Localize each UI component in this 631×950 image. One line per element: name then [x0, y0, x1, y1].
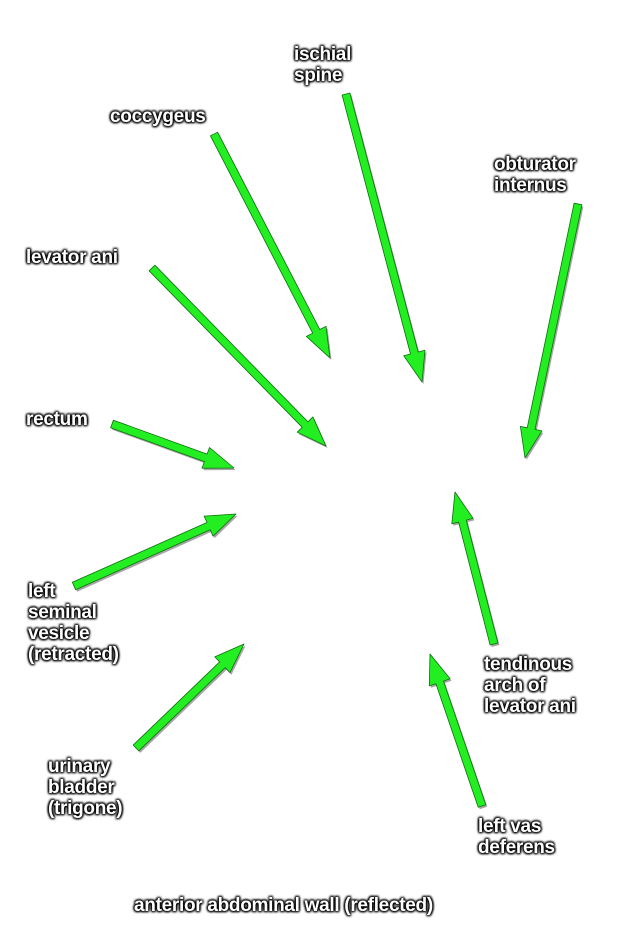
arrow-levator-ani — [148, 264, 327, 447]
arrow-ischial-spine — [341, 92, 426, 383]
arrow-tendinous-arch — [451, 491, 499, 646]
arrow-coccygeus — [209, 131, 331, 359]
label-levator-ani: levator ani — [26, 247, 118, 268]
arrow-left-seminal-vesicle — [72, 513, 237, 591]
arrow-obturator-internus — [520, 202, 583, 459]
label-rectum: rectum — [26, 409, 88, 430]
arrow-left-vas-deferens — [428, 653, 487, 808]
label-coccygeus: coccygeus — [110, 106, 206, 127]
label-anterior-abdominal-wall: anterior abdominal wall (reflected) — [134, 895, 433, 916]
arrow-urinary-bladder — [132, 643, 245, 752]
arrow-rectum — [110, 419, 235, 469]
